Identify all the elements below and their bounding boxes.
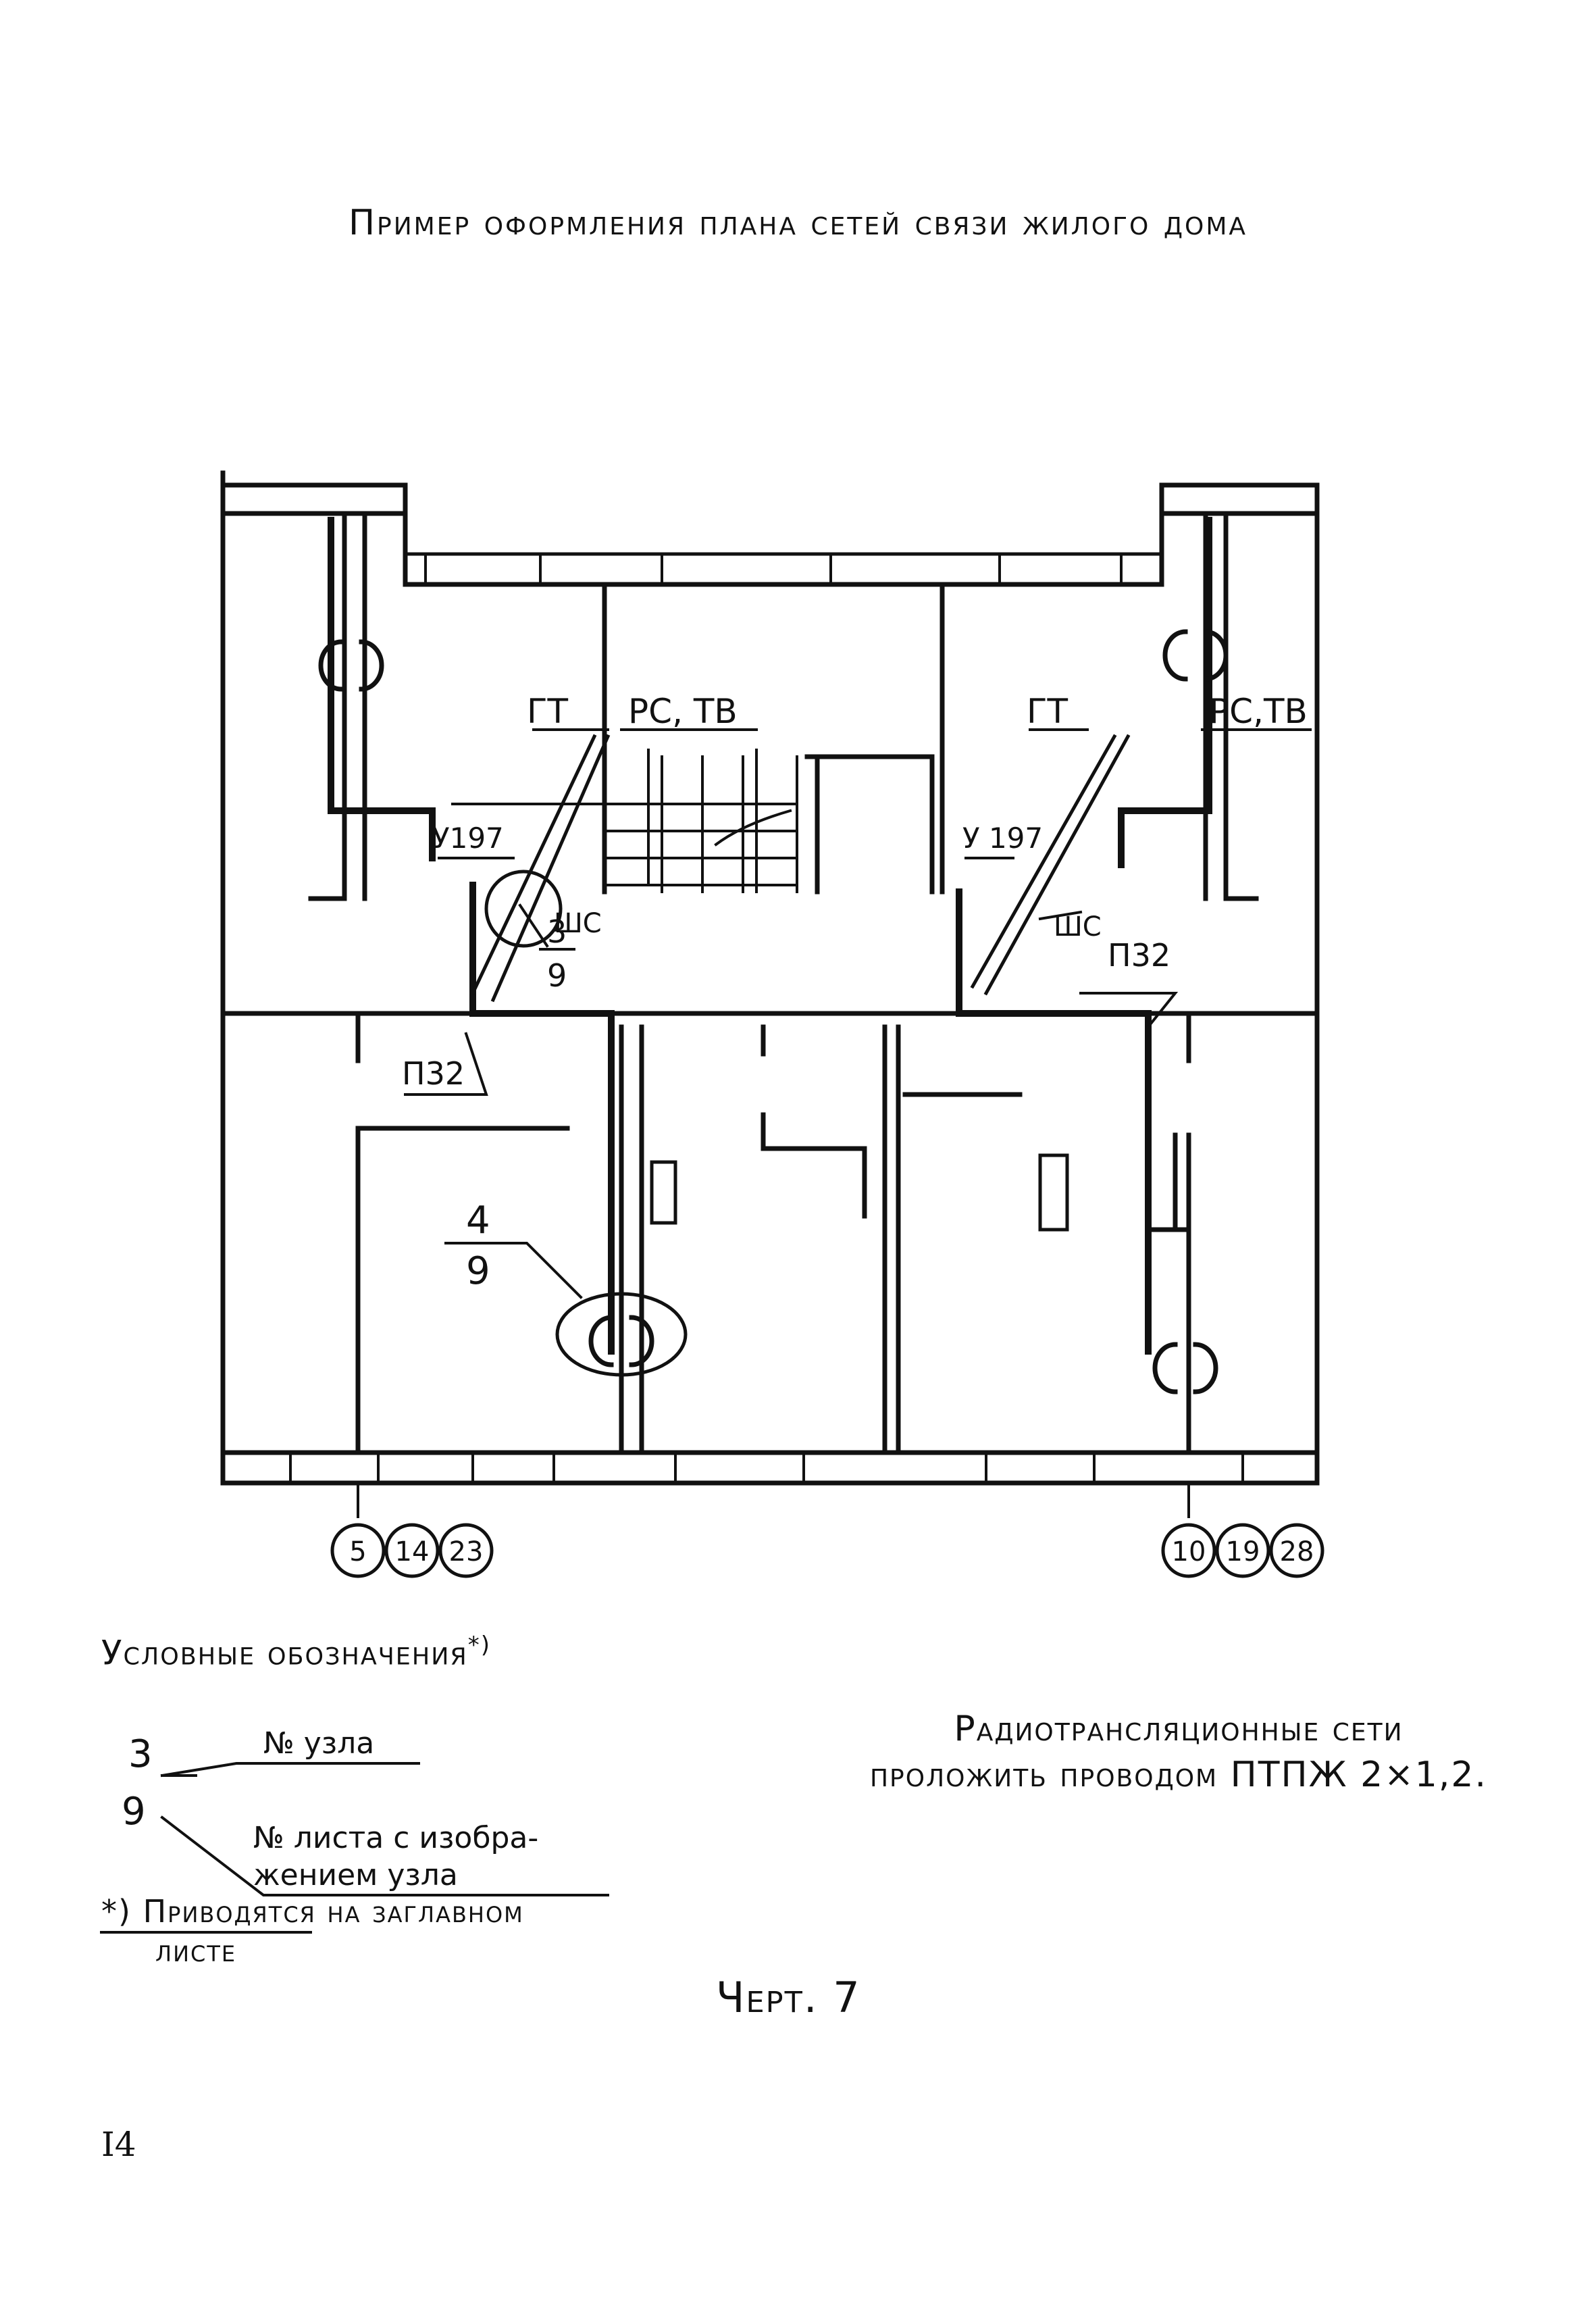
stair-arrow (647, 749, 792, 893)
stove (650, 1160, 677, 1225)
label-rs-tv-left: РС, ТВ (628, 692, 738, 731)
legend-title-mark: *) (467, 1632, 491, 1659)
axis-label: 10 (1172, 1536, 1206, 1567)
axis-label: 5 (349, 1536, 366, 1567)
legend-title-text: Условные обозначения (101, 1633, 468, 1673)
legend-sheet-no-line1: № листа с изобра- (253, 1821, 538, 1855)
elevator-shaft (804, 754, 935, 895)
cable-line (1118, 517, 1212, 868)
cable-note-line1: Радиотрансляционные сети (954, 1709, 1404, 1749)
legend-example-sheet: 9 (122, 1790, 146, 1834)
wall (602, 582, 945, 895)
cable-line (469, 882, 615, 1355)
stair-flight (451, 755, 798, 893)
leader-line (518, 903, 1083, 948)
wall (355, 1126, 570, 1455)
socket-symbol (1162, 629, 1229, 682)
axis-label: 14 (395, 1536, 430, 1567)
legend-node-no: № узла (263, 1726, 374, 1761)
cable-note-line2: проложить проводом ПТПЖ 2×1,2. (869, 1755, 1488, 1795)
leader-line (404, 992, 1179, 1096)
outer-wall (220, 470, 1320, 1486)
legend-title: Условные обозначения*) (101, 1632, 491, 1673)
axis-bubble (330, 1523, 386, 1578)
axis-line (357, 1482, 1190, 1518)
cable-line (328, 517, 436, 861)
node-ref-a-sheet: 9 (547, 957, 567, 994)
wall (308, 511, 367, 901)
footnote: *) Приводятся на заглавном листе (101, 1892, 524, 1970)
fraction-bar (444, 948, 575, 1244)
page-number: I4 (101, 2125, 136, 2164)
label-gt-right: ГТ (1027, 692, 1068, 731)
riser-rs-tv (983, 734, 1131, 996)
wall (1145, 1132, 1191, 1455)
label-p32-left: П32 (402, 1055, 465, 1092)
wall (619, 1024, 901, 1455)
window-strip (424, 553, 1123, 586)
legend-example-num: 3 (128, 1732, 153, 1776)
socket-symbol (1152, 1342, 1218, 1394)
legend-line (160, 1762, 420, 1778)
node-circle (555, 1292, 688, 1377)
label-gt-left: ГТ (527, 692, 568, 731)
axis-bubble (1161, 1523, 1216, 1578)
legend-line (160, 1815, 609, 1896)
footnote-mark: *) (101, 1893, 132, 1930)
node-ref-b-num: 4 (466, 1199, 490, 1242)
label-u197-right: У 197 (962, 822, 1043, 855)
outer-wall (220, 1450, 1320, 1486)
label-shs-left: ШС (554, 908, 602, 939)
legend-sheet-no-line2: жением узла (253, 1858, 458, 1892)
axis-bubble (1269, 1523, 1324, 1578)
page-title: Пример оформления плана сетей связи жило… (348, 203, 1248, 243)
node-ref-a-num: 3 (547, 913, 567, 950)
axis-label: 28 (1280, 1536, 1314, 1567)
axis-bubble (384, 1523, 440, 1578)
wall (761, 1024, 867, 1219)
cable-note: Радиотрансляционные сети проложить прово… (807, 1706, 1550, 1798)
label-p32-right: П32 (1108, 937, 1170, 974)
riser-rs-tv (490, 734, 611, 1003)
window-strip (289, 1451, 1244, 1484)
footnote-line2: листе (155, 1932, 237, 1969)
socket-symbol (588, 1315, 654, 1367)
axis-label: 23 (449, 1536, 484, 1567)
riser-gt (470, 734, 597, 996)
stove (1038, 1153, 1069, 1232)
drawing-number: Черт. 7 (716, 1973, 861, 2022)
wall (355, 1011, 1191, 1063)
node-circle (484, 870, 563, 948)
socket-symbol (318, 639, 384, 692)
node-ref-b-sheet: 9 (466, 1249, 490, 1293)
label-shs-right: ШС (1054, 911, 1102, 942)
axis-label: 19 (1226, 1536, 1260, 1567)
footnote-line1: Приводятся на заглавном (143, 1893, 524, 1930)
axis-bubble (1215, 1523, 1270, 1578)
label-u197-left: У197 (432, 822, 504, 855)
riser-gt (970, 734, 1117, 989)
axis-bubble (438, 1523, 494, 1578)
label-rs-tv-right: РС,ТВ (1209, 692, 1308, 731)
cable-line (956, 888, 1152, 1355)
